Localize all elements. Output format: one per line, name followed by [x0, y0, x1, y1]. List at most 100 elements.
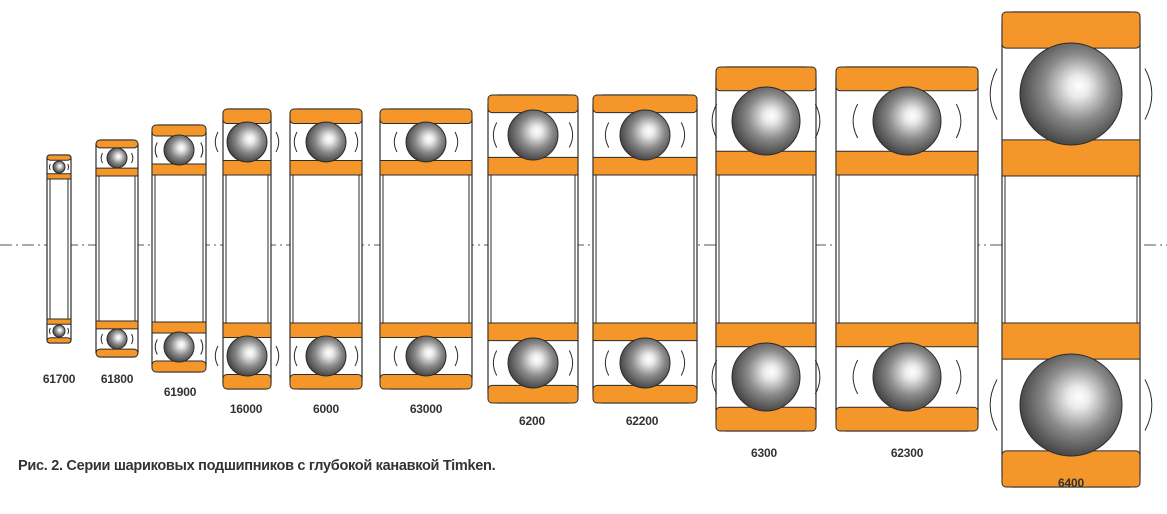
cage-right	[67, 327, 70, 335]
cage-left	[154, 142, 158, 158]
bearing-61900	[151, 124, 207, 373]
ball	[226, 121, 268, 163]
series-label: 6400	[1058, 476, 1084, 490]
ball	[731, 342, 801, 412]
bearing-63000	[379, 108, 473, 390]
cage-right	[680, 122, 686, 148]
inner-race	[151, 163, 207, 176]
series-label: 6200	[519, 414, 545, 428]
ball	[1019, 353, 1123, 457]
ball	[405, 121, 447, 163]
outer-race	[151, 360, 207, 373]
cage-left	[100, 333, 103, 345]
ball	[163, 331, 195, 363]
bearing-6400	[989, 11, 1153, 488]
inner-race	[95, 167, 139, 177]
cage-left	[48, 163, 51, 171]
cage-left	[293, 131, 298, 153]
ball	[226, 335, 268, 377]
inner-race	[46, 318, 72, 325]
ball	[872, 342, 942, 412]
cage-right	[200, 142, 204, 158]
cage-left	[48, 327, 51, 335]
ball	[619, 337, 671, 389]
outer-race	[46, 337, 72, 344]
series-label: 61700	[42, 372, 76, 386]
cage-left	[852, 103, 859, 139]
bearing-62200	[592, 94, 698, 404]
inner-race	[379, 159, 473, 176]
ball	[405, 335, 447, 377]
inner-race	[289, 322, 363, 339]
ball	[1019, 42, 1123, 146]
series-label: 62200	[625, 414, 659, 428]
ball	[872, 86, 942, 156]
series-label: 6300	[751, 446, 777, 460]
cage-right	[131, 152, 134, 164]
figure-caption: Рис. 2. Серии шариковых подшипников с гл…	[18, 458, 496, 474]
cage-left	[100, 152, 103, 164]
ball	[731, 86, 801, 156]
ball	[305, 121, 347, 163]
cage-left	[711, 359, 718, 395]
cage-left	[154, 339, 158, 355]
cage-right	[814, 359, 821, 395]
series-label: 61800	[100, 372, 134, 386]
inner-race	[95, 320, 139, 330]
cage-right	[354, 131, 359, 153]
ball	[52, 324, 66, 338]
cage-right	[200, 339, 204, 355]
bearing-6300	[711, 66, 821, 432]
ball	[507, 109, 559, 161]
outer-race	[95, 139, 139, 149]
cage-left	[214, 345, 219, 367]
outer-race	[289, 373, 363, 390]
series-label: 63000	[409, 402, 443, 416]
cage-right	[680, 350, 686, 376]
cage-left	[293, 345, 298, 367]
cage-right	[454, 345, 459, 367]
outer-race	[222, 373, 272, 390]
cage-right	[131, 333, 134, 345]
series-label: 61900	[163, 385, 197, 399]
bearing-16000	[214, 108, 280, 390]
cage-right	[275, 345, 280, 367]
cage-left	[604, 350, 610, 376]
cage-left	[711, 103, 718, 139]
cage-left	[989, 379, 998, 431]
inner-race	[289, 159, 363, 176]
cage-right	[454, 131, 459, 153]
inner-race	[46, 173, 72, 180]
outer-race	[222, 108, 272, 125]
bearing-outline	[46, 154, 72, 344]
inner-race	[151, 321, 207, 334]
cage-right	[1144, 379, 1153, 431]
cage-right	[955, 103, 962, 139]
cage-right	[354, 345, 359, 367]
bearing-6000	[289, 108, 363, 390]
cage-right	[568, 122, 574, 148]
cage-right	[1144, 68, 1153, 120]
cage-left	[852, 359, 859, 395]
ball	[163, 134, 195, 166]
cage-right	[67, 163, 70, 171]
cage-right	[568, 350, 574, 376]
cage-right	[814, 103, 821, 139]
outer-race	[289, 108, 363, 125]
cage-left	[492, 122, 498, 148]
cage-left	[393, 131, 398, 153]
series-label: 16000	[229, 402, 263, 416]
outer-race	[95, 348, 139, 358]
cage-left	[604, 122, 610, 148]
outer-race	[46, 154, 72, 161]
series-label: 62300	[890, 446, 924, 460]
outer-race	[379, 373, 473, 390]
ball	[619, 109, 671, 161]
ball	[507, 337, 559, 389]
cage-left	[492, 350, 498, 376]
bearing-61700	[46, 154, 72, 344]
outer-race	[379, 108, 473, 125]
ball	[106, 328, 128, 350]
